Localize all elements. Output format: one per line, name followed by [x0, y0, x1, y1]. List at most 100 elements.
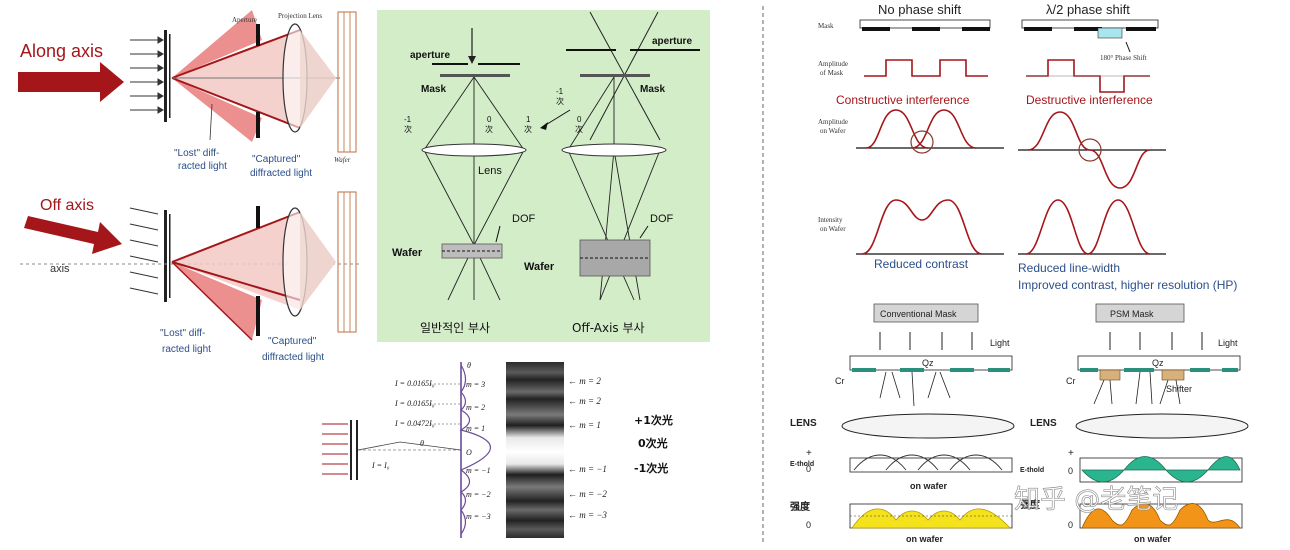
qz-right [1077, 355, 1241, 371]
mask-right-label: Mask [640, 84, 665, 95]
svg-text:次: 次 [556, 96, 564, 106]
lost-bottom-line2: racted light [162, 344, 211, 355]
svg-text:Intensity: Intensity [818, 216, 843, 224]
mask-right-plate [1021, 19, 1159, 29]
light-arrows-left [879, 332, 973, 350]
amp-wafer-left-1 [865, 109, 929, 149]
light-left-label: Light [990, 338, 1010, 348]
svg-text:m = −2: m = −2 [466, 490, 491, 499]
svg-text:← m = −3: ← m = −3 [568, 510, 607, 520]
improved-label: Improved contrast, higher resolution (HP… [1018, 278, 1237, 292]
svg-text:E-thold: E-thold [790, 461, 814, 468]
svg-text:on wafer: on wafer [906, 534, 944, 544]
phase-shifter [1097, 27, 1123, 39]
svg-text:m = 3: m = 3 [466, 380, 485, 389]
lens-right-ellipse [1075, 413, 1249, 439]
theta-label-top: θ [467, 361, 471, 370]
svg-text:on wafer: on wafer [910, 481, 948, 491]
e-field-left [853, 454, 1003, 471]
shifter-right [1161, 369, 1185, 381]
qz-right-label: Qz [1152, 358, 1164, 368]
svg-text:次: 次 [404, 124, 412, 134]
fringe-pattern [506, 362, 564, 538]
intensity-left-label: 强度 [790, 500, 811, 513]
reduced-contrast-label: Reduced contrast [874, 257, 969, 271]
lens-left-text: LENS [790, 418, 817, 429]
svg-text:m = 2: m = 2 [466, 403, 485, 412]
phase-panel: No phase shift λ/2 phase shift Mask 180°… [818, 2, 1237, 292]
lens-right [561, 143, 667, 157]
theta-label: θ [420, 439, 424, 448]
svg-text:0: 0 [806, 464, 811, 474]
axis-label: axis [50, 263, 70, 275]
off-mask [164, 210, 167, 302]
svg-text:← m = 2: ← m = 2 [568, 376, 601, 386]
intensity-right [1025, 199, 1151, 255]
order-zero-label: 0次光 [638, 436, 668, 450]
svg-text:on Wafer: on Wafer [820, 225, 846, 233]
along-lens-label: Projection Lens [278, 12, 322, 20]
order-m1-left: -1 [404, 115, 412, 124]
aperture-right-label: aperture [652, 36, 692, 47]
off-aperture-top [256, 206, 260, 228]
intensity-profile [459, 364, 492, 535]
order-m1-right: -1 [556, 87, 564, 96]
mask-left [440, 74, 510, 77]
overlap-circle-right [1078, 138, 1102, 162]
watermark: 知乎 @老笔记 [1014, 485, 1178, 515]
intensity-value-1: I = 0.0472I₀ [394, 419, 435, 428]
captured-bottom-line1: "Captured" [268, 336, 317, 347]
shifter-left [1099, 369, 1121, 381]
e-field-right [1081, 456, 1241, 483]
svg-text:0: 0 [806, 520, 811, 530]
destructive-label: Destructive interference [1026, 93, 1153, 107]
lens-left [421, 143, 527, 157]
slit [350, 420, 352, 480]
svg-text:m = −3: m = −3 [466, 512, 491, 521]
order-0-right: 0 [577, 115, 582, 124]
along-aperture-top [256, 24, 260, 46]
svg-text:← m = 2: ← m = 2 [568, 396, 601, 406]
aperture-left-label: aperture [410, 50, 450, 61]
svg-text:Amplitude: Amplitude [818, 118, 848, 126]
svg-text:E-thold: E-thold [1020, 467, 1044, 474]
light-arrows-right [1109, 332, 1203, 350]
along-aperture-bottom [256, 112, 260, 138]
mask-left-plate [859, 19, 991, 29]
captured-top-line1: "Captured" [252, 154, 301, 165]
svg-text:Amplitude: Amplitude [818, 60, 848, 68]
svg-text:次: 次 [485, 124, 493, 134]
along-aperture-label: Aperture [232, 16, 257, 24]
qz-left-label: Qz [922, 358, 934, 368]
shifter-label: 180° Phase Shift [1100, 54, 1147, 62]
order-0-left: 0 [487, 115, 492, 124]
origin-label: O [466, 448, 472, 457]
intensity-right-label: 强度 [1020, 498, 1041, 511]
svg-text:0: 0 [1068, 520, 1073, 530]
slit-incoming-rays [322, 423, 348, 475]
along-axis-title: Along axis [20, 41, 103, 61]
green-panel-background [377, 10, 710, 342]
off-lost-cone [172, 262, 262, 340]
qz-left [849, 355, 1013, 371]
caption-right: Off-Axis 부사 [572, 321, 645, 335]
order-p1-left: 1 [526, 115, 531, 124]
svg-text:← m = 1: ← m = 1 [568, 420, 601, 430]
svg-text:on wafer: on wafer [1134, 534, 1172, 544]
phase-shift-title: λ/2 phase shift [1046, 2, 1130, 17]
along-incoming-rays [130, 36, 164, 114]
intensity-left [861, 199, 983, 255]
conventional-mask-tab [873, 303, 979, 323]
lens-right-text: LENS [1030, 418, 1057, 429]
order-plus1-label: +1次光 [634, 413, 673, 427]
along-wafer-label: Wafer [334, 156, 351, 164]
captured-bottom-line2: diffracted light [262, 352, 324, 363]
overlap-circle-left [910, 130, 934, 154]
intensity-yellow [851, 508, 1011, 529]
dof-left-label: DOF [512, 213, 536, 225]
svg-text:次: 次 [575, 124, 583, 134]
intensity-orange [1081, 503, 1241, 529]
shifter-text: Shifter [1166, 384, 1192, 394]
caption-left: 일반적인 부사 [420, 321, 490, 335]
